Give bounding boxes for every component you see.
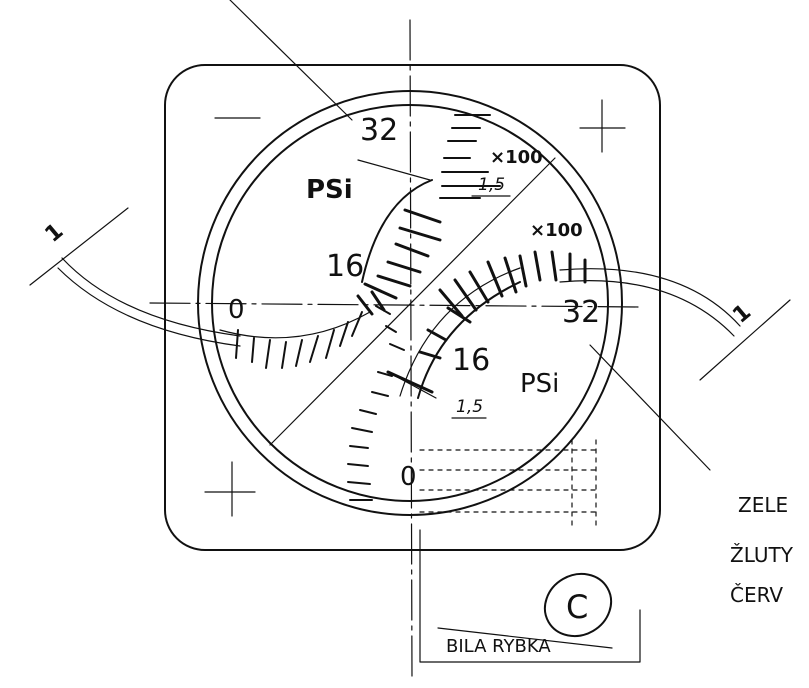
bottom-gauge-ticks bbox=[386, 250, 587, 394]
outer-frame bbox=[164, 64, 661, 551]
bottom-class-label: 1,5 bbox=[456, 397, 483, 417]
top-mid-label: 16 bbox=[326, 249, 364, 284]
top-unit-label: PSi bbox=[306, 175, 353, 205]
bottom-multiplier-label: ×100 bbox=[530, 220, 583, 241]
bottom-dial-ticks bbox=[347, 305, 405, 501]
right-cable-lower bbox=[559, 280, 735, 337]
bottom-zero-label: 0 bbox=[400, 462, 417, 492]
stamp-circle bbox=[543, 572, 613, 638]
left-cable-upper bbox=[61, 257, 241, 337]
color-note-green: ZELE bbox=[738, 493, 788, 517]
centerline-horizontal bbox=[149, 302, 641, 308]
top-class-label: 1,5 bbox=[478, 175, 505, 195]
stamp-symbol: C bbox=[566, 588, 588, 626]
left-dimension-line bbox=[29, 207, 129, 286]
top-zero-label: 0 bbox=[228, 295, 245, 325]
bottom-gauge-arc bbox=[417, 281, 521, 399]
left-cable-lower bbox=[57, 267, 241, 347]
top-pointer-arrow bbox=[357, 159, 431, 181]
right-cable-upper bbox=[559, 268, 741, 327]
title-block-outline bbox=[419, 529, 641, 663]
right-thickness-label: 1 bbox=[728, 300, 756, 329]
leader-line-bottom-right bbox=[589, 344, 711, 471]
bottom-max-label: 32 bbox=[562, 295, 600, 330]
color-note-red: ČERV bbox=[730, 583, 783, 607]
stamp-strike bbox=[437, 627, 613, 649]
dial-divider-diagonal bbox=[269, 157, 556, 446]
top-max-label: 32 bbox=[360, 113, 398, 148]
bottom-gauge-arc-outer bbox=[399, 267, 521, 397]
top-gauge-upper-ticks bbox=[439, 114, 501, 199]
left-scale-arc bbox=[219, 311, 371, 339]
color-note-yellow: ŽLUTY bbox=[730, 543, 794, 567]
top-gauge-ticks bbox=[356, 208, 442, 316]
left-scale-ticks bbox=[235, 311, 363, 369]
bottom-unit-label: PSi bbox=[520, 369, 559, 399]
left-thickness-label: 1 bbox=[41, 219, 69, 248]
stamp-label: BILA RYBKA bbox=[446, 636, 551, 657]
dial-inner-circle bbox=[211, 104, 609, 502]
construction-lines bbox=[419, 439, 601, 531]
top-gauge-arc bbox=[361, 179, 433, 283]
dial-outer-circle bbox=[197, 90, 623, 516]
bottom-mid-label: 16 bbox=[452, 343, 490, 378]
top-multiplier-label: ×100 bbox=[490, 147, 543, 168]
leader-line-top bbox=[229, 0, 353, 121]
bottom-pointer-arrow bbox=[387, 371, 437, 399]
corner-crosshairs bbox=[204, 99, 626, 517]
right-dimension-line bbox=[699, 299, 791, 381]
centerline-vertical bbox=[409, 19, 413, 681]
